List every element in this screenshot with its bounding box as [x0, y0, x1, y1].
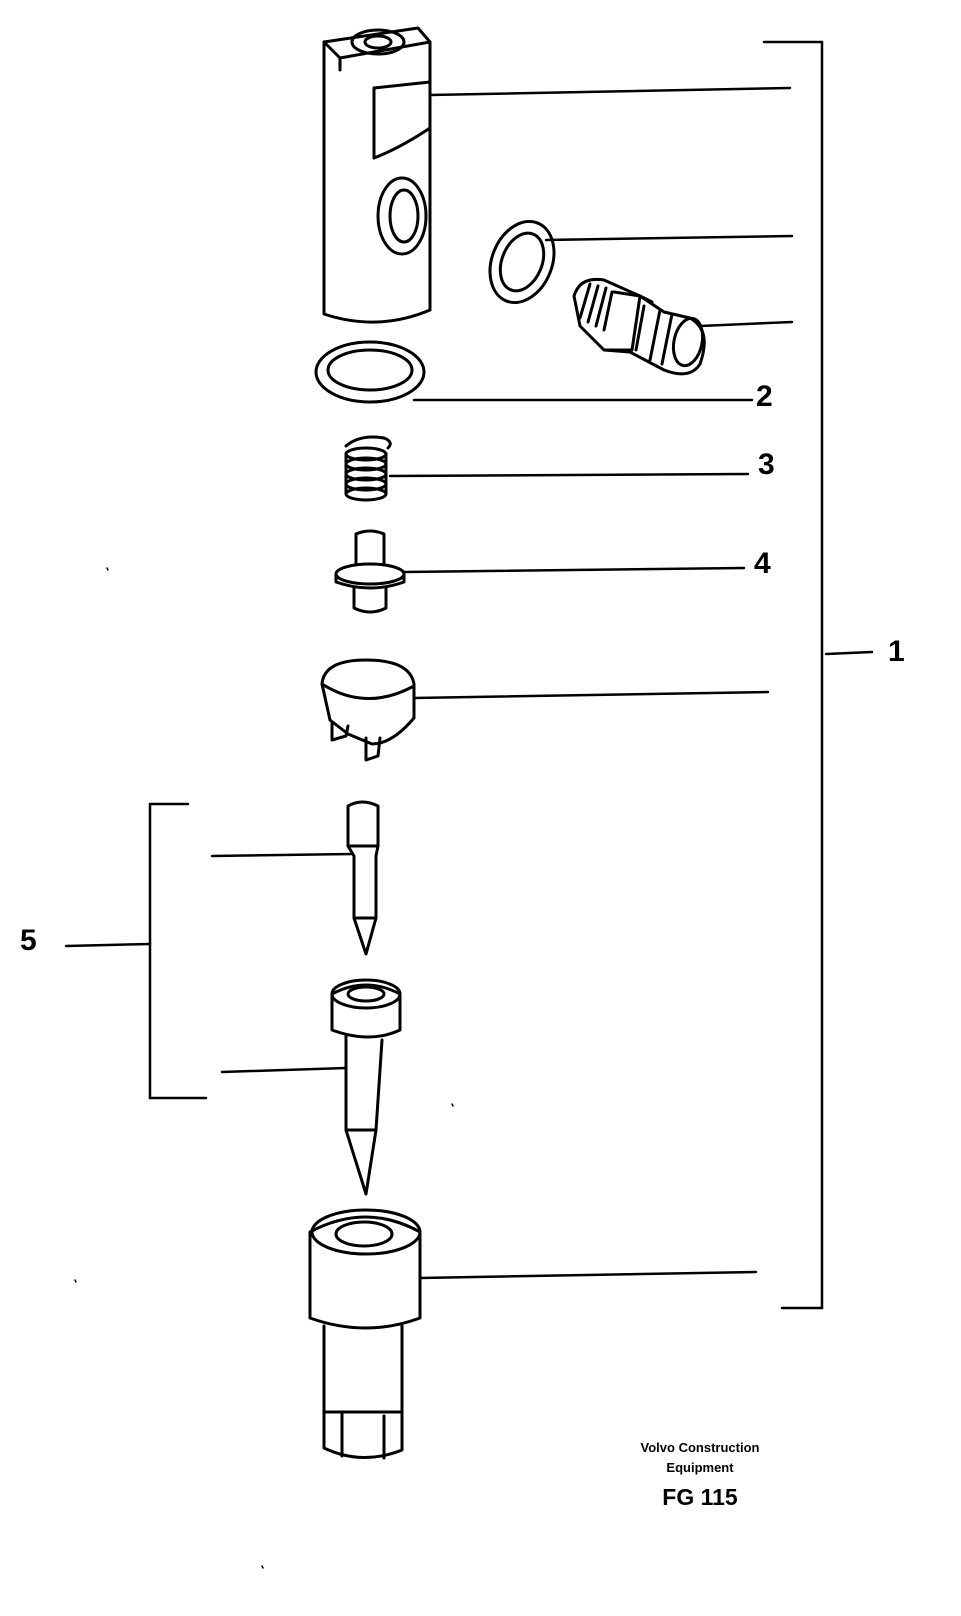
callout-1: 1 [888, 635, 905, 668]
publisher-line-2: Equipment [666, 1460, 734, 1475]
leader-lines [210, 86, 794, 1280]
publisher-line-1: Volvo Construction [640, 1440, 760, 1455]
bracket-item-5 [64, 802, 208, 1100]
sealing-washer [488, 219, 556, 305]
stray-marks [74, 567, 454, 1569]
pressure-pin [334, 529, 406, 614]
callout-5: 5 [20, 924, 37, 957]
nozzle-needle [346, 800, 380, 956]
nozzle-holder-body [322, 26, 432, 324]
figure-code: FG 115 [662, 1484, 738, 1510]
callout-4: 4 [754, 547, 771, 580]
callout-3: 3 [758, 448, 775, 481]
callout-2: 2 [756, 380, 773, 413]
compression-spring [344, 435, 392, 502]
nozzle-nut [308, 1208, 422, 1460]
union-nipple [572, 277, 706, 376]
nozzle-body [330, 978, 402, 1196]
bracket-item-1 [762, 40, 874, 1310]
sealing-ring [314, 340, 426, 404]
intermediate-disc [320, 658, 416, 762]
